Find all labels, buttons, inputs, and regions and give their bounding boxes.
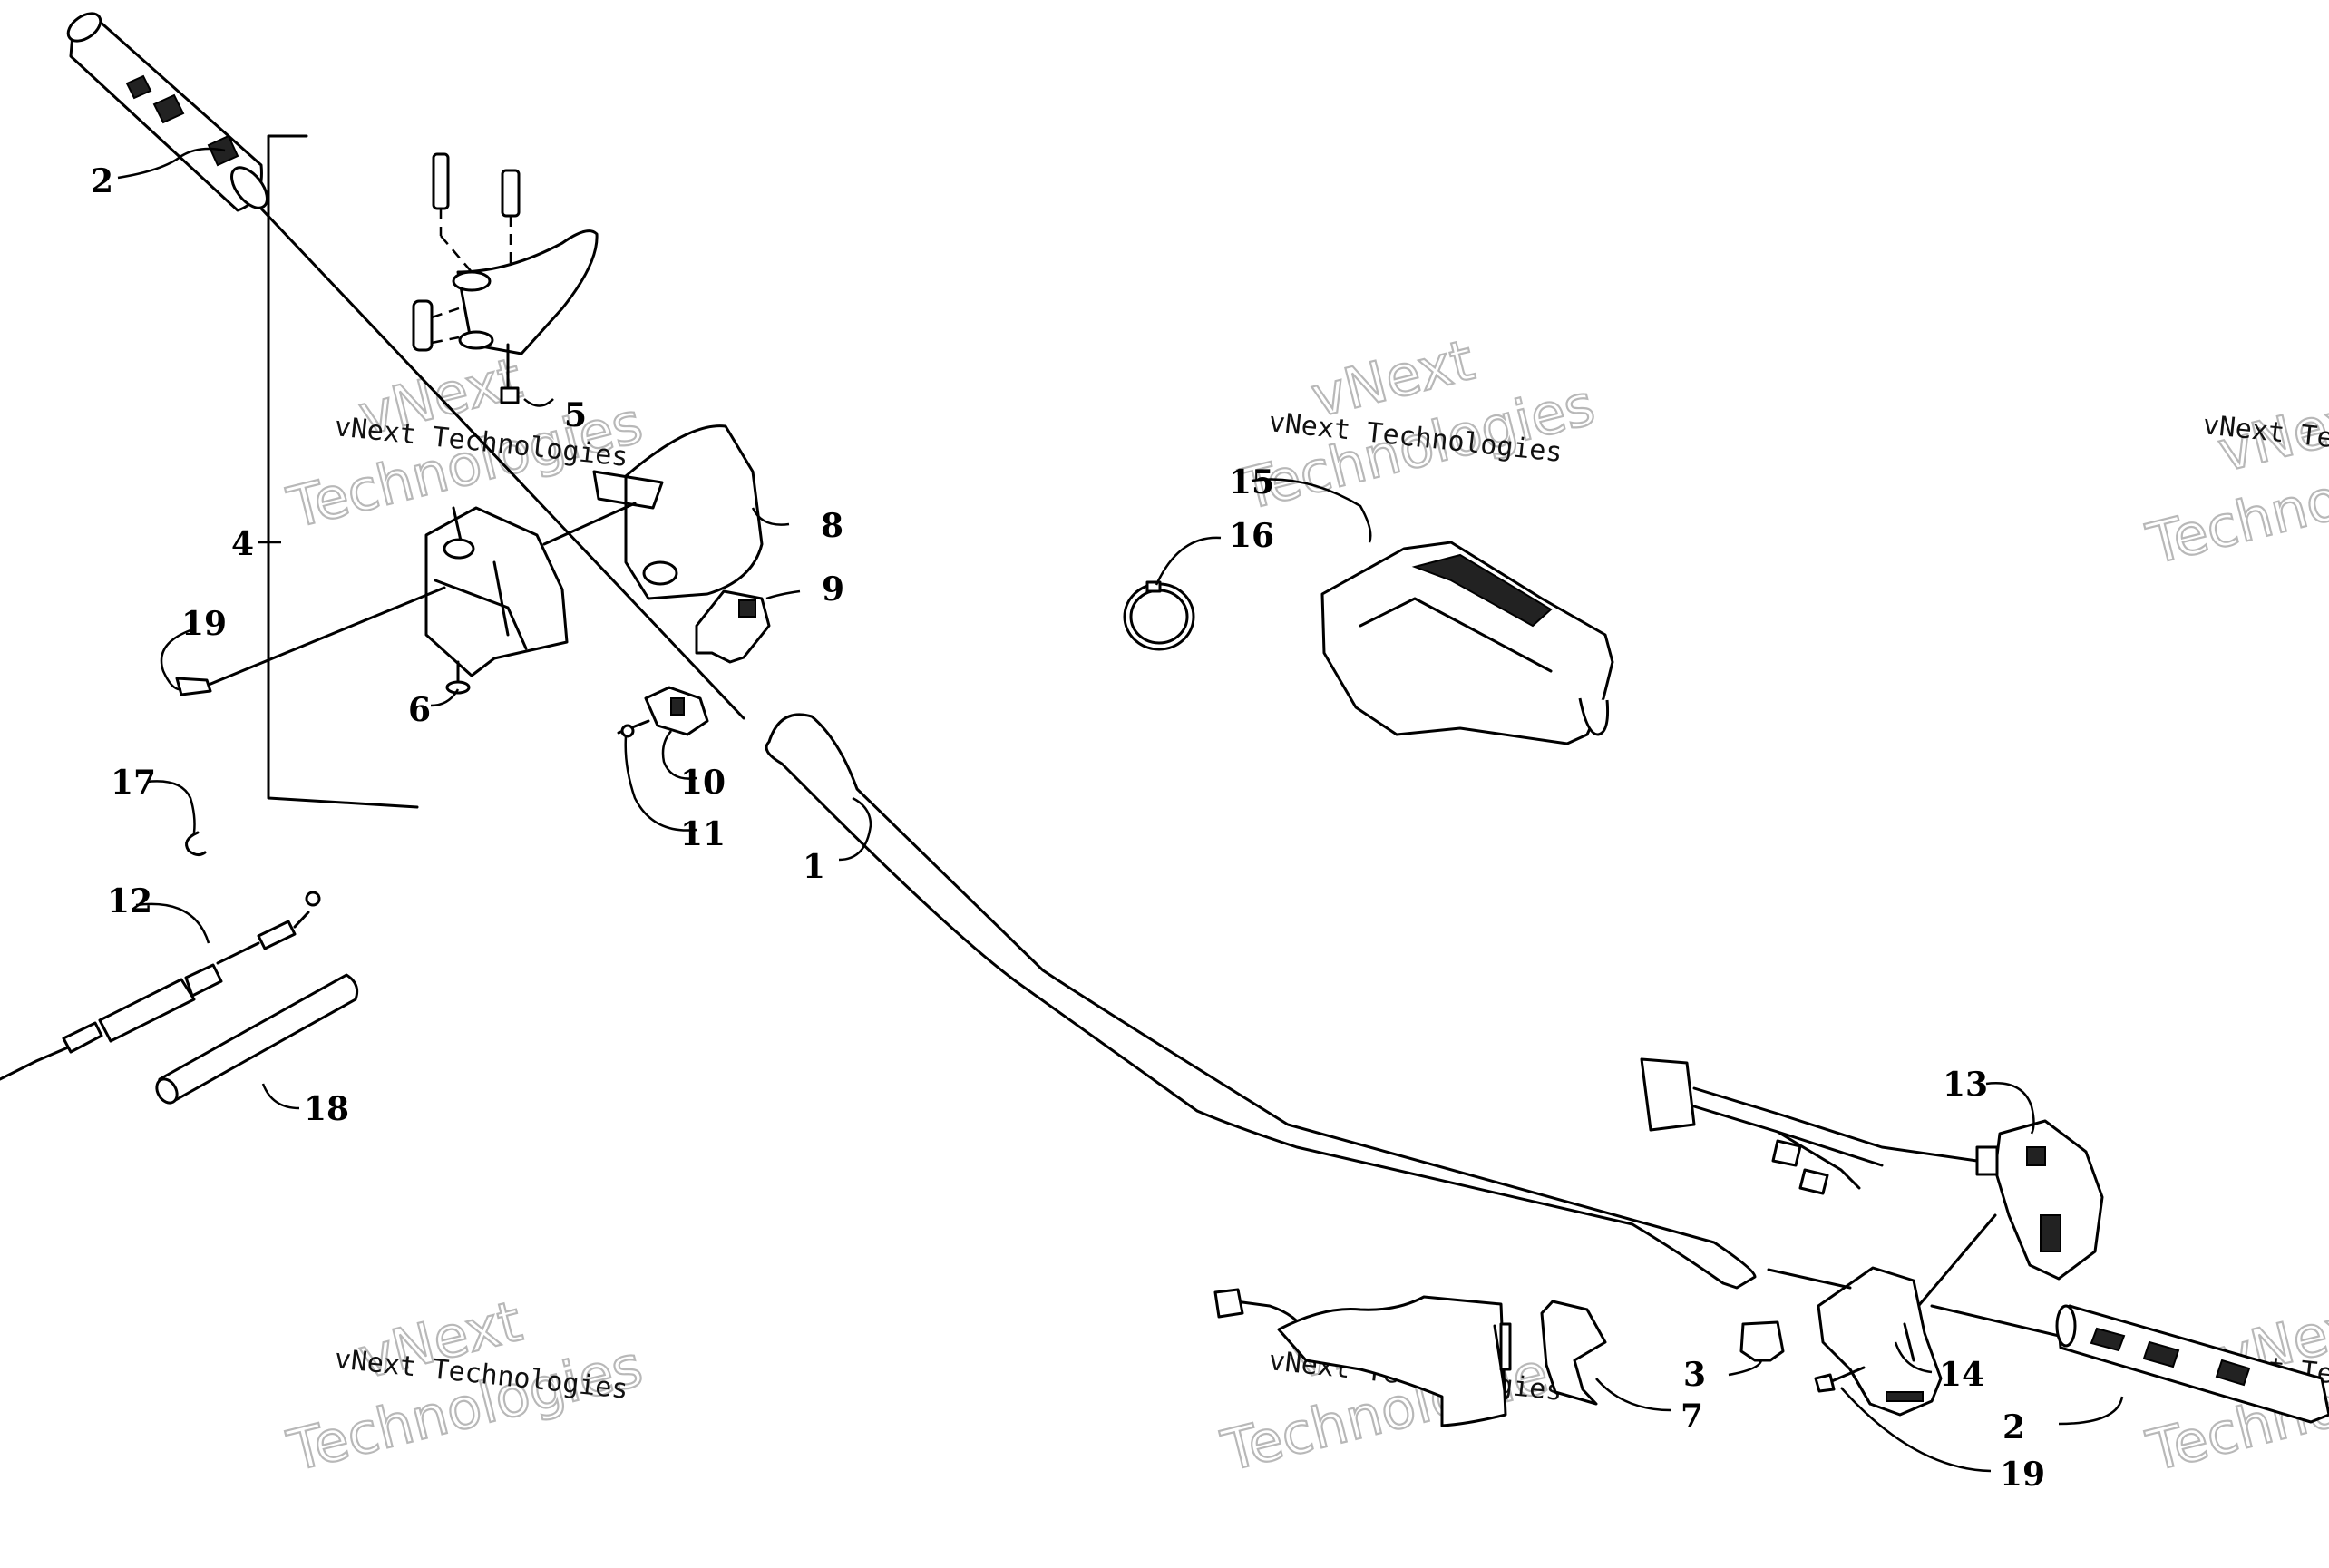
callout-1: 1 (803, 848, 825, 886)
part-grip-left (66, 12, 268, 212)
callout-18: 18 (304, 1090, 349, 1128)
part-cable-12 (0, 891, 321, 1081)
part-hand-guard-15 (1320, 541, 1614, 745)
part-sleeve-18 (155, 973, 359, 1105)
callout-16: 16 (1229, 517, 1274, 555)
callout-11: 11 (680, 815, 726, 853)
callout-15: 15 (1229, 463, 1274, 502)
callout-7: 7 (1681, 1398, 1703, 1436)
assembly-bracket-4 (267, 134, 419, 809)
part-screw-11 (617, 719, 650, 738)
callout-10: 10 (680, 764, 726, 802)
part-clamp-16 (1123, 580, 1195, 651)
callout-4: 4 (231, 525, 254, 563)
part-throttle-housing (424, 506, 569, 677)
callout-14: 14 (1939, 1356, 1984, 1394)
watermark-top-right: vNext Technologies (2139, 380, 2329, 579)
callout-6: 6 (408, 691, 431, 729)
callout-labels: 2 5 4 8 9 19 6 10 11 1 17 12 18 15 16 13… (91, 162, 2045, 1494)
callout-17: 17 (111, 764, 156, 802)
part-throttle-lever (412, 152, 599, 404)
callout-12: 12 (107, 882, 152, 920)
callout-9: 9 (822, 570, 844, 609)
callout-8: 8 (821, 507, 843, 545)
part-housing-14 (1817, 1266, 1943, 1417)
part-end-cap-3 (1739, 1320, 1785, 1362)
part-cover-8 (542, 424, 764, 600)
callout-3: 3 (1683, 1356, 1706, 1394)
callout-13: 13 (1943, 1066, 1988, 1104)
callout-2-right: 2 (2003, 1408, 2025, 1446)
part-grip-right (2055, 1304, 2329, 1424)
grip-alignment-line (259, 207, 745, 720)
part-screw-19-right (1814, 1366, 1866, 1393)
part-clip-10 (644, 686, 709, 736)
alignment-line-right (1767, 1268, 1852, 1290)
part-switch-9 (695, 589, 771, 664)
part-clip-17 (185, 831, 207, 857)
callout-5: 5 (564, 396, 587, 434)
part-handlebar-1 (765, 713, 1757, 1290)
part-heater-7 (1213, 1288, 1607, 1427)
callout-19-right: 19 (2000, 1456, 2045, 1494)
part-screw-6 (445, 660, 471, 695)
callout-19-left: 19 (181, 605, 227, 643)
part-screw-19-left (175, 586, 446, 696)
callout-2-left: 2 (91, 162, 113, 200)
leader-lines (117, 147, 2124, 1473)
